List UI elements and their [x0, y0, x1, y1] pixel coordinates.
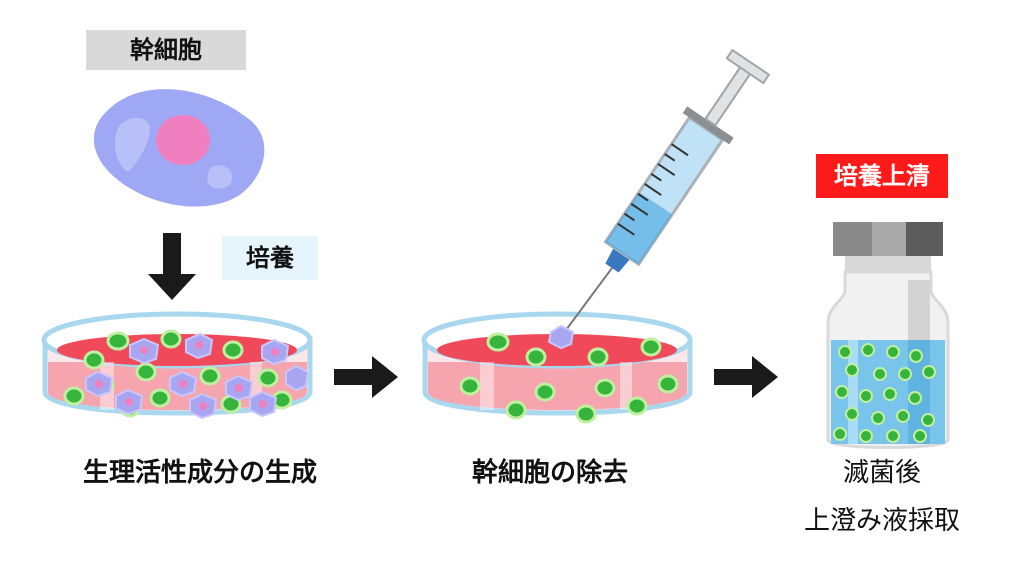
supernatant-label: 培養上清 — [816, 154, 948, 198]
green-cells-dish2 — [459, 332, 679, 424]
step1-caption: 生理活性成分の生成 — [82, 458, 317, 488]
stem-cell-icon — [93, 89, 265, 207]
step2-caption: 幹細胞の除去 — [471, 458, 628, 488]
syringe-icon — [547, 48, 771, 350]
step3-caption-line2: 上澄み液採取 — [803, 506, 960, 536]
down-arrow-icon — [148, 233, 196, 300]
stem-cells-dish1 — [85, 332, 310, 420]
vial-icon — [826, 222, 950, 449]
stem-cell-label: 幹細胞 — [86, 30, 246, 70]
culture-label: 培養 — [222, 236, 318, 280]
step3-caption-line1: 滅菌後 — [842, 458, 921, 488]
right-arrow-icon — [714, 356, 778, 398]
right-arrow-icon — [334, 356, 398, 398]
